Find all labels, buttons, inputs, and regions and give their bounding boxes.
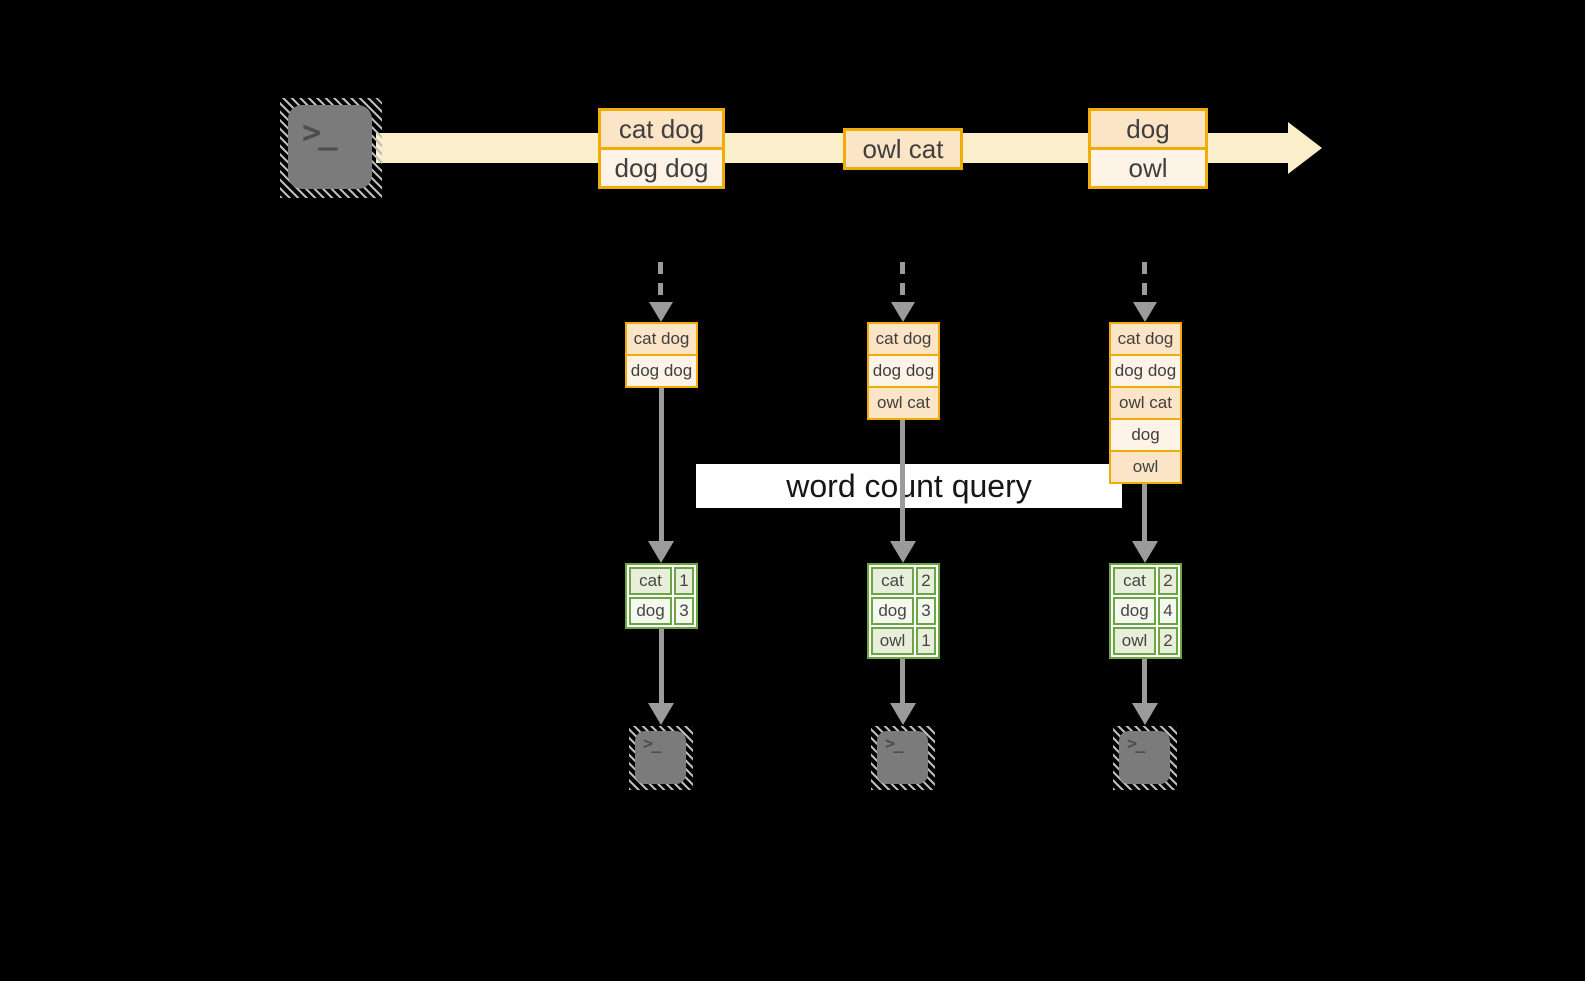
stream-event-box: dog owl xyxy=(1088,108,1208,189)
query-arrow-head xyxy=(648,541,674,563)
output-arrow-shaft xyxy=(659,629,664,703)
result-table: cat 2 dog 3 owl 1 xyxy=(867,563,940,659)
output-terminal-icon: >_ xyxy=(871,726,935,790)
table-row: dog 4 xyxy=(1113,597,1178,625)
buffer-line: dog dog xyxy=(627,356,696,386)
buffer-line: cat dog xyxy=(869,324,938,354)
buffer-line: owl cat xyxy=(869,388,938,418)
output-arrow-shaft xyxy=(1142,659,1147,703)
query-arrow-head xyxy=(890,541,916,563)
word-cell: dog xyxy=(629,597,672,625)
count-cell: 3 xyxy=(916,597,936,625)
table-row: cat 1 xyxy=(629,567,694,595)
output-arrow-head xyxy=(890,703,916,725)
buffer-line: dog dog xyxy=(869,356,938,386)
count-cell: 2 xyxy=(1158,627,1178,655)
table-row: dog 3 xyxy=(871,597,936,625)
word-cell: dog xyxy=(871,597,914,625)
ingest-arrow-head xyxy=(891,302,915,322)
event-line: cat dog xyxy=(601,111,722,147)
query-arrow-shaft xyxy=(900,418,905,541)
table-row: cat 2 xyxy=(1113,567,1178,595)
stream-event-box: cat dog dog dog xyxy=(598,108,725,189)
count-cell: 2 xyxy=(916,567,936,595)
buffer-line: owl cat xyxy=(1111,388,1180,418)
buffer-stack: cat dog dog dog xyxy=(625,322,698,388)
query-arrow-shaft xyxy=(659,386,664,541)
word-count-query-banner: word count query xyxy=(696,464,1122,508)
word-cell: cat xyxy=(871,567,914,595)
count-cell: 3 xyxy=(674,597,694,625)
result-table: cat 1 dog 3 xyxy=(625,563,698,629)
word-cell: cat xyxy=(1113,567,1156,595)
buffer-line: owl xyxy=(1111,452,1180,482)
event-line: dog dog xyxy=(601,150,722,186)
word-cell: dog xyxy=(1113,597,1156,625)
source-terminal-icon: >_ xyxy=(280,98,382,198)
buffer-stack: cat dog dog dog owl cat xyxy=(867,322,940,420)
stream-arrow-head xyxy=(1288,122,1322,174)
output-arrow-head xyxy=(1132,703,1158,725)
ingest-arrow-head xyxy=(1133,302,1157,322)
terminal-prompt-icon: >_ xyxy=(1127,734,1146,754)
word-cell: owl xyxy=(1113,627,1156,655)
terminal-body: >_ xyxy=(877,731,928,784)
output-terminal-icon: >_ xyxy=(629,726,693,790)
ingest-arrow-shaft xyxy=(900,262,905,302)
table-row: owl 2 xyxy=(1113,627,1178,655)
ingest-arrow-head xyxy=(649,302,673,322)
query-arrow-shaft xyxy=(1142,482,1147,541)
count-cell: 1 xyxy=(674,567,694,595)
output-arrow-shaft xyxy=(900,659,905,703)
stream-event-box: owl cat xyxy=(843,128,963,170)
word-cell: owl xyxy=(871,627,914,655)
buffer-stack: cat dog dog dog owl cat dog owl xyxy=(1109,322,1182,484)
buffer-line: dog xyxy=(1111,420,1180,450)
terminal-body: >_ xyxy=(288,105,372,189)
event-line: owl xyxy=(1091,150,1205,186)
result-table: cat 2 dog 4 owl 2 xyxy=(1109,563,1182,659)
output-arrow-head xyxy=(648,703,674,725)
buffer-line: cat dog xyxy=(627,324,696,354)
terminal-body: >_ xyxy=(635,731,686,784)
buffer-line: cat dog xyxy=(1111,324,1180,354)
output-terminal-icon: >_ xyxy=(1113,726,1177,790)
terminal-prompt-icon: >_ xyxy=(302,113,337,151)
count-cell: 4 xyxy=(1158,597,1178,625)
terminal-prompt-icon: >_ xyxy=(643,734,662,754)
terminal-prompt-icon: >_ xyxy=(885,734,904,754)
query-arrow-head xyxy=(1132,541,1158,563)
table-row: owl 1 xyxy=(871,627,936,655)
table-row: cat 2 xyxy=(871,567,936,595)
ingest-arrow-shaft xyxy=(1142,262,1147,302)
event-line: dog xyxy=(1091,111,1205,147)
table-row: dog 3 xyxy=(629,597,694,625)
terminal-body: >_ xyxy=(1119,731,1170,784)
buffer-line: dog dog xyxy=(1111,356,1180,386)
word-cell: cat xyxy=(629,567,672,595)
count-cell: 1 xyxy=(916,627,936,655)
count-cell: 2 xyxy=(1158,567,1178,595)
ingest-arrow-shaft xyxy=(658,262,663,302)
event-line: owl cat xyxy=(846,131,960,167)
